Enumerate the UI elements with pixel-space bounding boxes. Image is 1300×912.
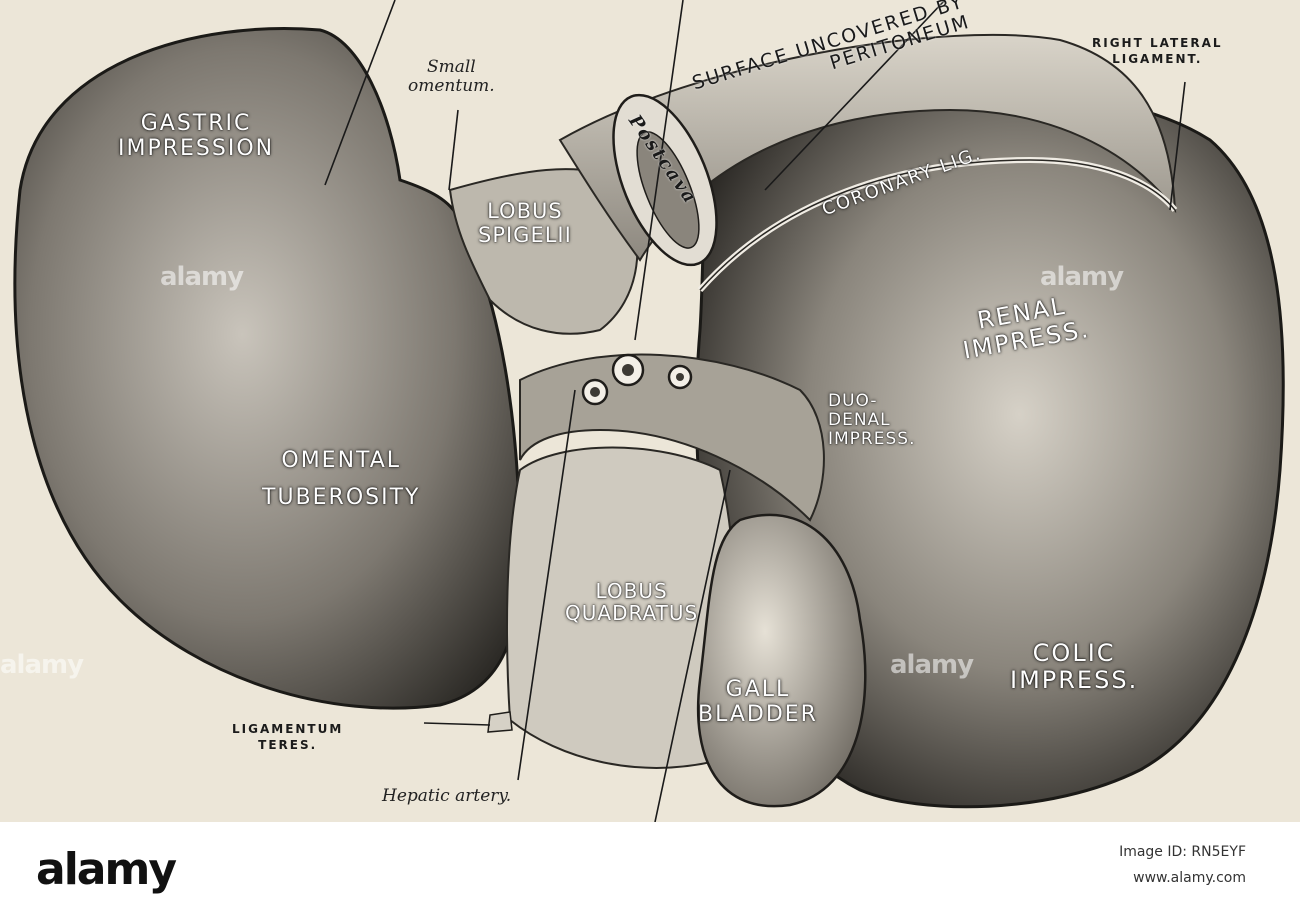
watermark: alamy (890, 650, 974, 680)
omental-tuberosity-label: OMENTAL TUBEROSITY (262, 448, 421, 511)
gastric-impression-label: GASTRIC IMPRESSION (118, 111, 275, 161)
colic-impression-label: COLIC IMPRESS. (1010, 639, 1139, 694)
left-lobe (13, 27, 522, 710)
lobus-spigelii-label: LOBUS SPIGELII (478, 199, 572, 247)
watermark: alamy (1040, 262, 1124, 292)
ligamentum-teres-shape (487, 711, 513, 733)
small-omentum-callout: Small omentum. (408, 57, 495, 96)
site-url: www.alamy.com (1133, 870, 1246, 886)
image-id: Image ID: RN5EYF (1119, 844, 1246, 860)
stock-footer: alamy Image ID: RN5EYF www.alamy.com (0, 822, 1300, 912)
watermark: alamy (0, 650, 84, 680)
coronary-ligament-edge (699, 159, 1176, 291)
lobus-quadratus-label: LOBUS QUADRATUS (565, 579, 699, 626)
liver-illustration: GASTRIC IMPRESSION LOBUS SPIGELII Postca… (0, 0, 1285, 822)
hepatic-artery-callout: Hepatic artery. (382, 786, 512, 806)
watermark: alamy (160, 262, 244, 292)
right-lateral-ligament-callout: RIGHT LATERAL LIGAMENT. (1092, 36, 1223, 66)
alamy-logo: alamy (36, 844, 177, 895)
liver-drawing (13, 0, 1285, 822)
gall-bladder-shape (696, 513, 867, 808)
ligamentum-teres-callout: LIGAMENTUM TERES. (232, 722, 344, 752)
duodenal-impression-label: DUO- DENAL IMPRESS. (828, 391, 916, 450)
spigelian-lobe-shape (448, 168, 639, 335)
peritoneum-band (558, 33, 1177, 262)
gall-bladder-label: GALL BLADDER (698, 677, 818, 727)
